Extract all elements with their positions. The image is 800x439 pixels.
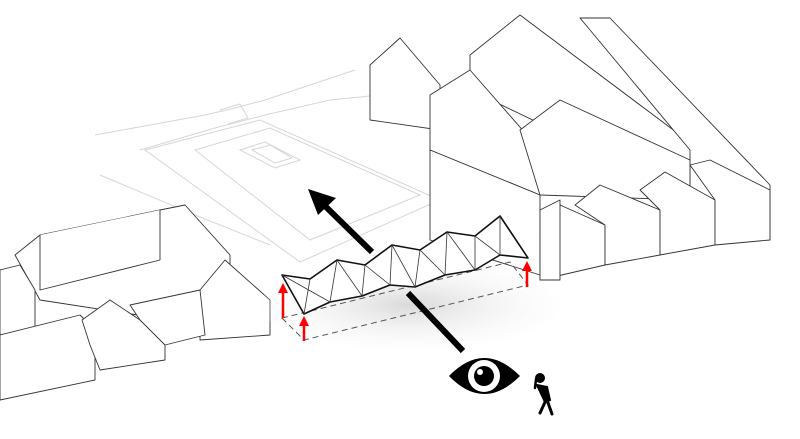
direction-arrow — [308, 189, 375, 255]
eye-icon — [449, 358, 520, 394]
person-icon — [533, 373, 554, 416]
folded-canopy — [281, 215, 529, 315]
right-buildings — [369, 14, 771, 281]
lift-arrow-icon — [278, 283, 288, 318]
lift-arrow-icon — [299, 316, 309, 341]
lift-arrow-icon — [522, 261, 532, 287]
left-buildings — [0, 204, 271, 401]
lift-arrows — [278, 261, 532, 341]
view-line — [405, 290, 466, 354]
